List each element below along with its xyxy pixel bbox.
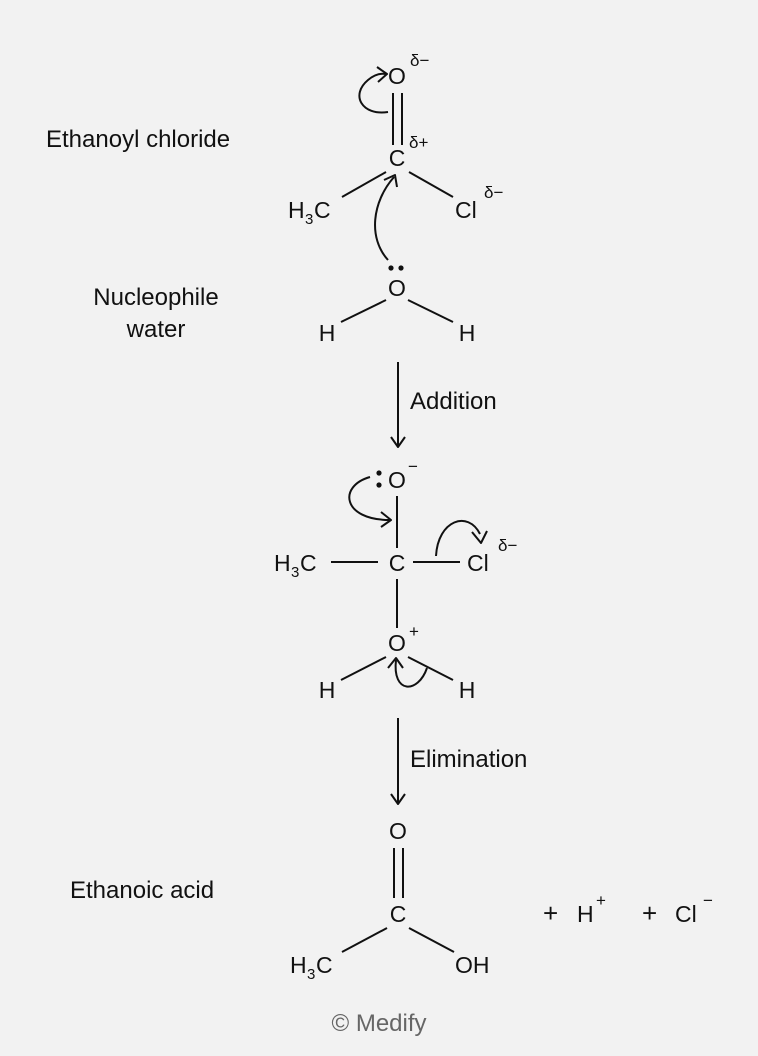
plus-sign: + [543,898,558,928]
plus-sign: + [642,898,657,928]
methyl-subscript: 3 [307,966,315,983]
elimination-arrow [390,718,406,805]
curly-arrow-reform-double-bond-head [380,511,392,528]
hydrogen-ion: H [577,901,594,927]
carbonyl-carbon: C [389,145,406,171]
curly-arrow-proton-loss [394,659,428,688]
chlorine-partial-charge: δ− [484,183,503,202]
oxonium-charge: + [409,622,419,641]
methyl-c: C [314,197,331,223]
curly-arrow-pi-bond-head [376,66,388,83]
tetrahedral-carbon: C [389,550,406,576]
lone-pair-dot [398,265,404,271]
curly-arrow-chloride-leaving [435,520,481,557]
bond-o-h-left [340,656,387,681]
curly-arrow-reform-double-bond [348,476,391,521]
water-structure: O H H [319,174,476,346]
hydroxyl-group: OH [455,952,490,978]
water-hydrogen-left: H [319,320,336,346]
ethanoic-acid-structure: O C H 3 C OH [290,818,490,983]
curly-arrow-proton-loss-head [387,657,404,669]
elimination-step-label: Elimination [410,746,528,773]
hydrogen-left: H [319,677,336,703]
curly-arrow-chloride-leaving-head [471,530,488,544]
oxonium-oxygen: O [388,630,406,656]
methyl-group: H 3 C [290,952,333,983]
bond-o-h-right [407,299,454,323]
water-hydrogen-right: H [459,320,476,346]
bond-c-methyl [341,171,387,198]
byproducts: + H + + Cl − [543,891,713,928]
hydrogen-right: H [459,677,476,703]
chloride-ion: Cl [675,901,697,927]
methyl-c: C [316,952,333,978]
curly-arrow-pi-bond [358,72,389,114]
bond-o-h-right [407,656,454,681]
methyl-group: H 3 C [288,197,331,228]
addition-arrow-head [390,436,406,448]
carbonyl-oxygen: O [388,63,406,89]
curly-arrow-nucleophilic-attack [374,176,395,261]
alkoxide-charge: − [408,457,418,476]
ethanoyl-chloride-structure: O δ− C δ+ H 3 C Cl δ− [288,51,503,228]
reactant-label: Ethanoyl chloride [46,126,231,153]
carbon-partial-charge: δ+ [409,133,428,152]
methyl-group: H 3 C [274,550,317,581]
nucleophile-label-line1: Nucleophile [93,284,219,311]
addition-step-label: Addition [410,388,497,415]
bond-c-chlorine [408,171,454,198]
chlorine-atom: Cl [455,197,477,223]
curly-arrow-nucleophilic-attack-head [383,174,398,188]
bond-o-h-left [340,299,387,323]
oxygen-partial-charge: δ− [410,51,429,70]
addition-arrow [390,362,406,448]
chloride-ion-charge: − [703,891,713,910]
bond-c-methyl [341,927,388,953]
methyl-h: H [290,952,307,978]
methyl-c: C [300,550,317,576]
nucleophile-label: Nucleophile water [76,284,236,344]
lone-pair-dot [388,265,394,271]
carbonyl-oxygen: O [389,818,407,844]
methyl-h: H [288,197,305,223]
chlorine-atom: Cl [467,550,489,576]
methyl-h: H [274,550,291,576]
bond-c-oh [408,927,455,953]
product-label: Ethanoic acid [70,877,215,904]
nucleophile-label-line2: water [126,316,186,343]
hydrogen-ion-charge: + [596,891,606,910]
methyl-subscript: 3 [291,564,299,581]
alkoxide-oxygen: O [388,467,406,493]
methyl-subscript: 3 [305,211,313,228]
water-oxygen: O [388,275,406,301]
elimination-arrow-head [390,793,406,805]
lone-pair-dot [376,482,382,488]
copyright-notice: © Medify [331,1010,427,1037]
lone-pair-dot [376,470,382,476]
carbonyl-carbon: C [390,901,407,927]
tetrahedral-intermediate: O − H 3 C C Cl δ− O + H H [274,457,517,703]
chlorine-partial-charge: δ− [498,536,517,555]
